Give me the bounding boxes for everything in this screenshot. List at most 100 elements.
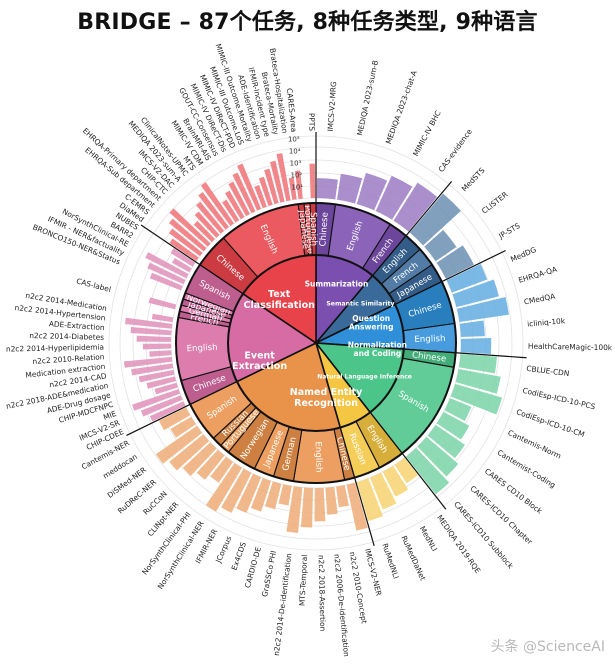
task-bar xyxy=(258,176,273,207)
task-bar xyxy=(276,153,291,202)
task-bar xyxy=(168,218,207,252)
task-bar xyxy=(147,262,186,285)
task-label: MIE xyxy=(102,409,118,422)
sector-divider xyxy=(394,249,506,305)
task-bar xyxy=(193,221,215,243)
task-type-label: Natural Language Inference xyxy=(317,373,412,380)
task-bar xyxy=(460,337,492,355)
task-bar xyxy=(444,398,472,421)
task-label: MedDG xyxy=(509,245,538,264)
task-bar xyxy=(288,177,297,200)
task-bar xyxy=(146,376,177,389)
task-label: n2c2 2010-Concept xyxy=(348,551,369,624)
task-bar xyxy=(130,326,172,336)
task-label: CMedQA xyxy=(523,292,556,307)
task-bar xyxy=(169,434,210,471)
task-bar xyxy=(155,425,203,464)
task-label: Ex4CDS xyxy=(230,541,248,572)
task-bar xyxy=(196,449,225,480)
task-label: CLISTER xyxy=(480,190,510,216)
task-label: CodiEsp-ICD-10-PCS xyxy=(522,386,597,412)
task-label: n2c2 2014-Diabetes xyxy=(29,331,104,342)
task-bar xyxy=(337,173,363,204)
task-bar xyxy=(459,320,485,338)
task-label: MedSTS xyxy=(460,166,487,194)
task-label: JP-STS xyxy=(496,221,522,241)
task-label: n2c2 2014-Hyperlipidemia xyxy=(6,343,104,354)
task-label: n2c2 2014-De-identification xyxy=(272,552,294,656)
task-label: CAS-label xyxy=(75,276,112,294)
task-bar xyxy=(149,350,172,357)
task-bar xyxy=(336,485,349,508)
task-bar xyxy=(125,317,173,329)
task-label: HealthCareMagic-100k xyxy=(528,342,613,352)
task-bar xyxy=(369,472,397,510)
language-label: English xyxy=(186,343,217,354)
radial-tick-label: 10⁴ xyxy=(289,147,301,155)
task-bar xyxy=(356,478,383,522)
radial-tick-label: 10⁵ xyxy=(288,135,300,143)
sector-divider xyxy=(140,224,244,295)
task-label: GraSSCo PHI xyxy=(260,550,278,598)
task-bar xyxy=(196,201,225,234)
task-bar xyxy=(309,163,316,199)
task-label: n2c2 2006-De-identification xyxy=(332,554,351,658)
task-bar xyxy=(169,208,211,247)
task-label: CBLUE-CDN xyxy=(526,364,570,378)
sector-divider xyxy=(339,427,375,546)
task-bar xyxy=(169,238,199,262)
task-bar xyxy=(375,175,413,220)
task-bar xyxy=(417,436,459,477)
language-label: English xyxy=(414,334,445,345)
task-bar xyxy=(393,182,438,232)
task-bar xyxy=(194,211,220,238)
task-bar xyxy=(136,335,172,342)
task-bar xyxy=(254,184,267,209)
task-bar xyxy=(436,411,470,440)
language-label: Spanish xyxy=(308,212,319,246)
task-bar xyxy=(142,343,172,350)
task-type-label: Semantic Similarity xyxy=(326,301,394,308)
task-bar xyxy=(446,263,488,293)
task-bar xyxy=(458,353,497,374)
task-bar xyxy=(300,487,313,528)
inner-ring-border xyxy=(227,254,405,432)
task-label: n2c2 2018-Assertion xyxy=(317,555,328,632)
task-bar xyxy=(154,382,178,395)
task-label: MEDIQA 2023-chat-A xyxy=(384,69,419,145)
task-bar xyxy=(270,160,285,203)
task-bar xyxy=(436,245,474,279)
task-bar xyxy=(198,191,229,230)
task-label: ADE-Extraction xyxy=(49,319,106,332)
task-label: CARDIO-DE xyxy=(243,546,263,589)
task-label: RuMedDaNet xyxy=(399,534,427,582)
task-label: MedNLI xyxy=(418,525,439,553)
task-label: IMCS-V2-NER xyxy=(363,548,383,597)
task-bar xyxy=(158,407,191,431)
task-bar xyxy=(356,172,388,211)
task-bar xyxy=(172,257,192,273)
task-bar xyxy=(149,401,186,422)
task-bar xyxy=(237,163,262,211)
task-label: MTS-Temporal xyxy=(297,554,309,606)
task-bar xyxy=(278,484,292,506)
task-bar xyxy=(151,313,174,323)
task-bar xyxy=(394,457,418,484)
task-bar xyxy=(145,252,189,279)
task-bar xyxy=(148,297,177,310)
task-type-label: Summarization xyxy=(305,280,369,289)
task-bar xyxy=(409,193,461,246)
task-bar xyxy=(140,395,183,417)
task-bar xyxy=(205,462,243,512)
task-label: icliniq-10k xyxy=(527,316,566,328)
language-ring-border xyxy=(175,202,457,484)
task-label: MEDIQA 2023-sum-B xyxy=(355,59,380,136)
task-bar xyxy=(222,199,240,223)
watermark: 头条 @ScienceAI xyxy=(490,639,605,655)
task-bar xyxy=(132,389,181,411)
